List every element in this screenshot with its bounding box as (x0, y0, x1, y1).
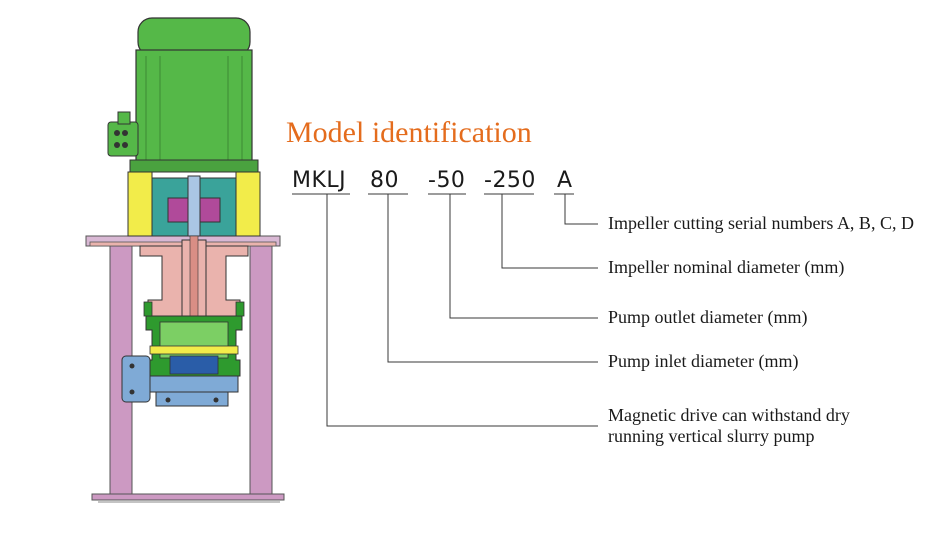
inlet-flange (121, 355, 151, 403)
coupling-guard-left (127, 171, 153, 237)
desc-series-line2: running vertical slurry pump (608, 426, 815, 446)
coupling-guard-right (235, 171, 261, 237)
model-code-cut: A (557, 168, 573, 193)
impeller (169, 355, 219, 375)
desc-cut-code: Impeller cutting serial numbers A, B, C,… (608, 213, 914, 233)
desc-impeller-diameter: Impeller nominal diameter (mm) (608, 257, 845, 277)
desc-outlet: Pump outlet diameter (mm) (608, 307, 808, 327)
model-code-impeller-diameter: -250 (484, 168, 536, 193)
model-code-series: MKLJ (292, 168, 347, 193)
model-code-outlet: -50 (428, 168, 466, 193)
base-plate (91, 493, 285, 501)
outlet-flange (155, 391, 229, 407)
desc-inlet: Pump inlet diameter (mm) (608, 351, 799, 371)
desc-series-line1: Magnetic drive can withstand dry (608, 405, 850, 425)
motor-flange (129, 159, 259, 173)
motor-body (135, 49, 253, 169)
model-code-inlet: 80 (370, 168, 399, 193)
title: Model identification (286, 116, 532, 149)
